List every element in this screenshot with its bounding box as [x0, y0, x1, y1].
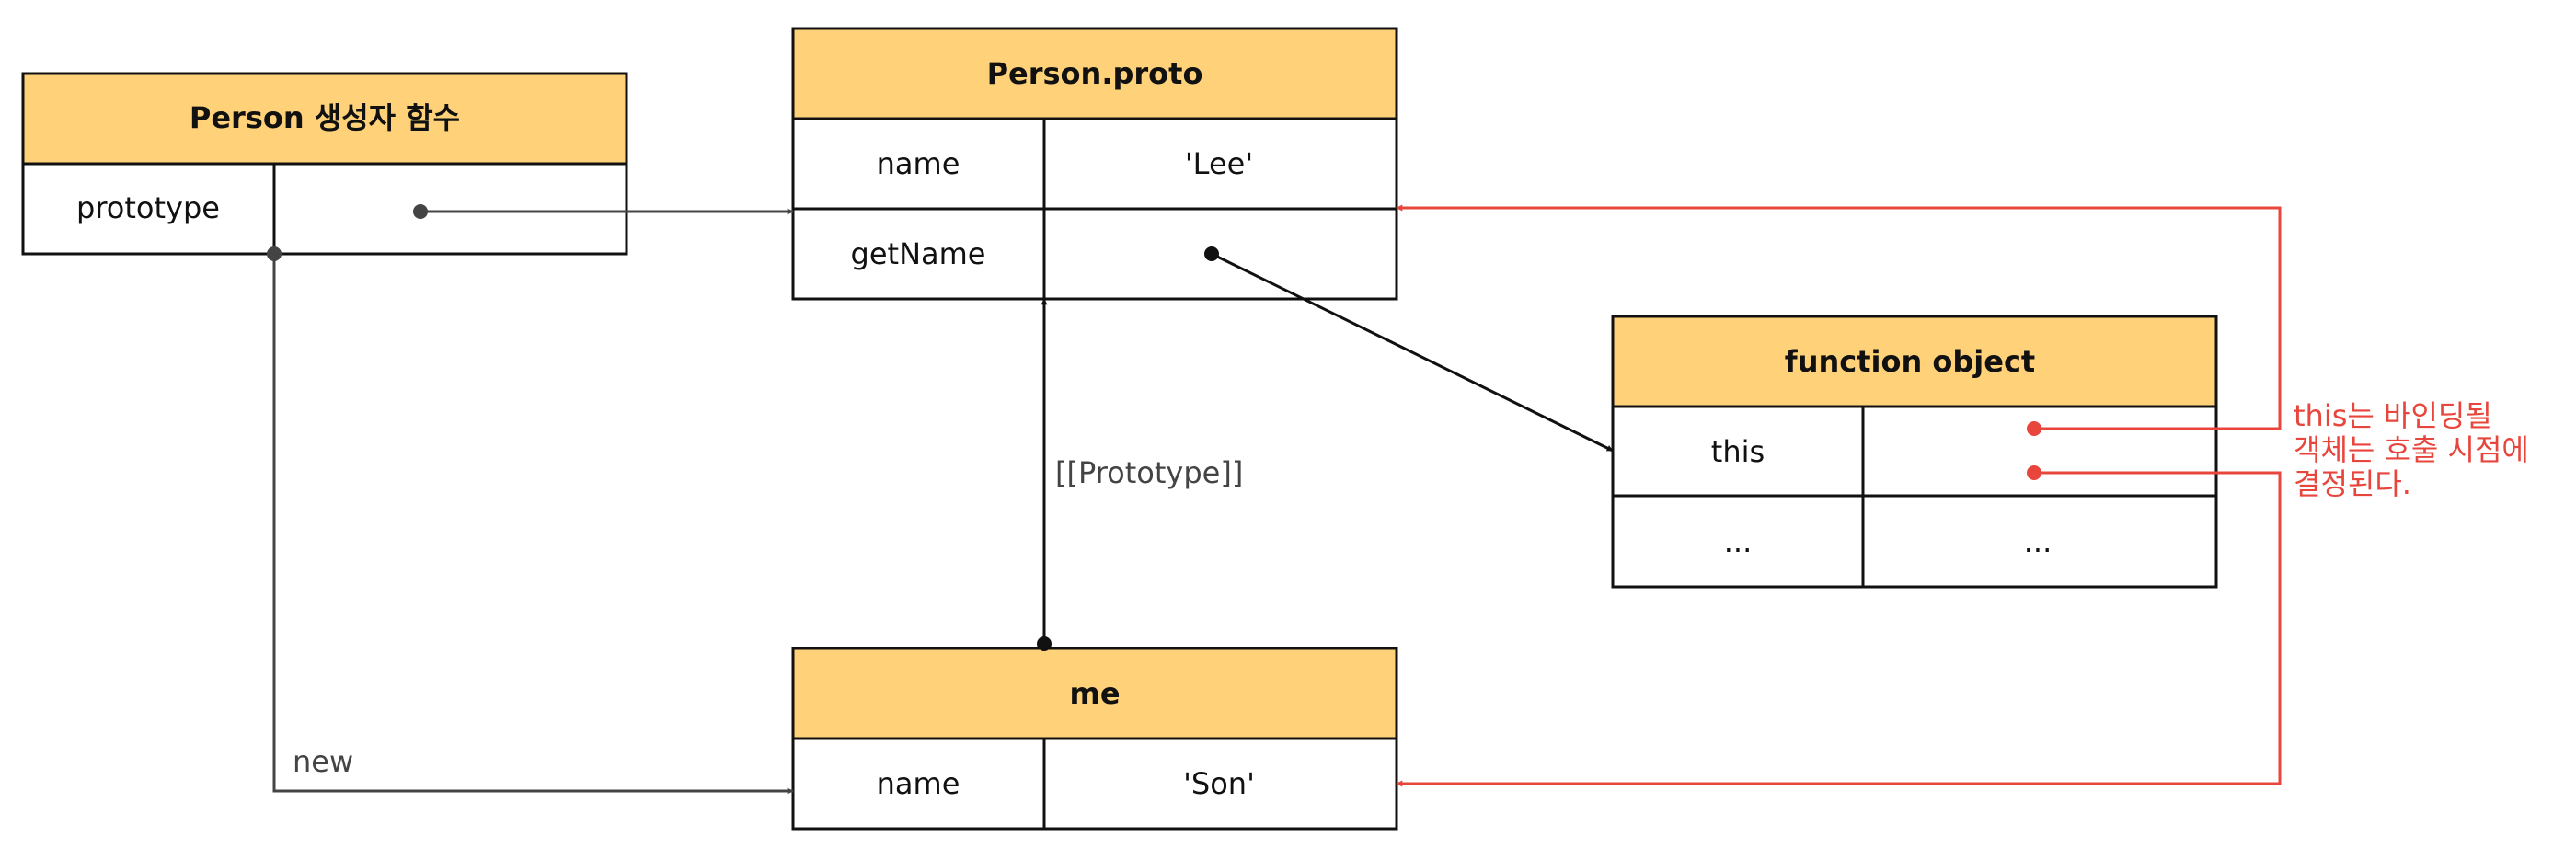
- constructor-box-title: Person 생성자 함수: [190, 100, 460, 135]
- getname-arrow: [1211, 252, 1614, 453]
- proto-name-value: 'Lee': [1185, 146, 1253, 181]
- function-ellipsis-value: ...: [2024, 524, 2053, 559]
- function-ellipsis-key: ...: [1724, 524, 1753, 559]
- this-binding-note-line-1: this는 바인딩될: [2294, 398, 2492, 433]
- proto-getname-key: getName: [851, 236, 986, 271]
- me-name-key: name: [877, 766, 960, 801]
- me-name-value: 'Son': [1183, 766, 1255, 801]
- function-this-key: this: [1711, 434, 1765, 469]
- this-arrow-to-me: [1396, 471, 2282, 787]
- new-label: new: [293, 744, 353, 779]
- constructor-box: Person 생성자 함수 prototype: [21, 72, 628, 256]
- prototype-link-label: [[Prototype]]: [1055, 455, 1243, 490]
- function-object-box: function object this ... ...: [1611, 315, 2218, 589]
- proto-box: Person.proto name 'Lee' getName: [791, 27, 1398, 301]
- function-object-title: function object: [1785, 344, 2035, 379]
- proto-box-title: Person.proto: [987, 56, 1203, 91]
- me-box: me name 'Son': [791, 647, 1398, 831]
- this-binding-note-line-2: 객체는 호출 시점에: [2294, 432, 2529, 467]
- me-box-title: me: [1069, 676, 1120, 711]
- this-binding-note-line-3: 결정된다.: [2294, 466, 2411, 501]
- this-arrow-to-proto: [1396, 204, 2282, 430]
- new-arrow: [272, 254, 794, 795]
- constructor-prototype-key: prototype: [76, 190, 220, 225]
- proto-name-key: name: [877, 146, 960, 181]
